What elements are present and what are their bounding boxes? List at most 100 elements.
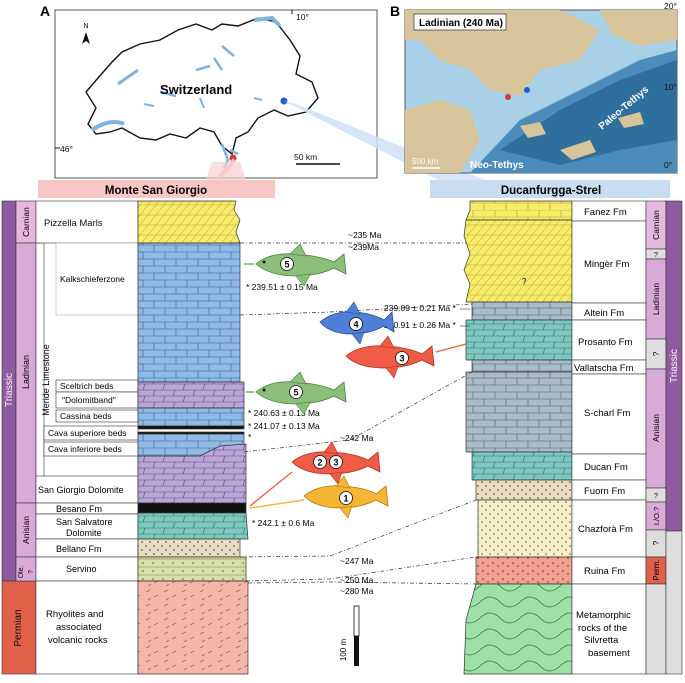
litho-dolomitband <box>137 381 245 409</box>
svg-text:Sceltrich beds: Sceltrich beds <box>60 381 113 391</box>
svg-text:Altein Fm: Altein Fm <box>584 308 624 319</box>
svg-text:Pizzella Marls: Pizzella Marls <box>44 218 103 229</box>
svg-text:Dolomite: Dolomite <box>66 528 102 538</box>
litho-chazfora <box>477 499 573 558</box>
svg-text:Metamorphic: Metamorphic <box>576 610 631 621</box>
svg-text:Ladinian: Ladinian <box>21 355 31 389</box>
svg-text:* 241.07 ± 0.13 Ma: * 241.07 ± 0.13 Ma <box>248 421 320 431</box>
scale-bar: 100 m <box>339 605 360 666</box>
panel-b-paleomap: B Ladinian (240 Ma) Paleo-Tethys Neo-Tet… <box>390 1 678 174</box>
litho-kalk <box>137 242 241 383</box>
svg-text:San Salvatore: San Salvatore <box>56 517 113 527</box>
svg-text:Silvretta: Silvretta <box>584 635 619 646</box>
svg-text:Besano Fm: Besano Fm <box>56 504 102 514</box>
label-lat-20: 20° <box>664 1 677 11</box>
right-lithology-column <box>463 200 573 675</box>
svg-text:* 240.63 ± 0.13 Ma: * 240.63 ± 0.13 Ma <box>248 408 320 418</box>
svg-text:1: 1 <box>343 494 348 504</box>
left-unit-names: Pizzella Marls Kalkschieferzone Sceltric… <box>35 200 139 675</box>
switzerland-outline <box>85 17 319 156</box>
litho-servino <box>137 556 247 582</box>
panel-a-scalebar: 50 km <box>294 152 340 165</box>
litho-cassina <box>137 407 245 427</box>
svg-text:*: * <box>248 432 252 442</box>
svg-text:?: ? <box>651 540 661 545</box>
svg-text:Anisian: Anisian <box>651 414 661 442</box>
connector-left-band <box>206 162 246 180</box>
litho-besano <box>137 502 247 514</box>
svg-text:~242 Ma: ~242 Ma <box>340 433 374 443</box>
svg-text:3: 3 <box>333 458 338 468</box>
svg-text:associated: associated <box>56 622 101 633</box>
header-right-bg <box>430 180 670 198</box>
arrow-fish2-3 <box>249 471 293 507</box>
svg-text:* 239.51 ± 0.15 Ma: * 239.51 ± 0.15 Ma <box>246 282 318 292</box>
lake-lugano <box>229 148 239 156</box>
left-dates: * 239.51 ± 0.15 Ma * 240.63 ± 0.13 Ma * … <box>246 282 320 528</box>
paleo-site-red <box>505 94 511 100</box>
lake-constance <box>253 15 282 28</box>
svg-text:Fuorn Fm: Fuorn Fm <box>584 486 625 497</box>
svg-text:?: ? <box>651 351 661 356</box>
fish-2-3: 2 3 <box>291 441 381 485</box>
lake-thun <box>159 90 177 98</box>
litho-pizzella <box>137 200 241 244</box>
svg-text:~239Ma: ~239Ma <box>348 242 379 252</box>
svg-text:~250 Ma: ~250 Ma <box>340 575 374 585</box>
correlation-lines <box>239 242 477 585</box>
svg-text:Ducan Fm: Ducan Fm <box>584 462 628 473</box>
arrow-fish3 <box>435 343 467 353</box>
header-left-bg <box>38 180 275 198</box>
correlation-labels: ~235 Ma ~239Ma ~242 Ma ~247 Ma ~250 Ma ~… <box>340 230 382 596</box>
arrow-fish1 <box>249 499 305 509</box>
svg-text:N: N <box>83 23 88 30</box>
lake-neuchatel <box>117 68 139 86</box>
svg-text:5: 5 <box>284 260 289 270</box>
svg-text:Ladinian: Ladinian <box>651 283 661 315</box>
svg-text:Chazforà Fm: Chazforà Fm <box>578 524 633 535</box>
svg-text:Carnian: Carnian <box>651 210 661 240</box>
svg-text:Cava inferiore beds: Cava inferiore beds <box>48 444 122 454</box>
minger-question: ? <box>522 277 527 286</box>
svg-text:Perm.: Perm. <box>652 559 661 580</box>
svg-text:Bellano Fm: Bellano Fm <box>56 544 102 554</box>
fish-3: 3 <box>345 335 435 379</box>
svg-text:Anisian: Anisian <box>21 516 31 544</box>
svg-text:Triassic: Triassic <box>4 373 15 407</box>
left-lithology-column <box>137 200 249 675</box>
litho-minger <box>463 219 573 303</box>
panel-a-letter: A <box>40 3 50 19</box>
label-lon-10: 10° <box>296 12 309 22</box>
fish-5-lower: 5 <box>255 371 347 415</box>
lake-extra <box>143 97 263 109</box>
svg-text:Ruina Fm: Ruina Fm <box>584 566 625 577</box>
svg-text:?: ? <box>654 493 658 500</box>
svg-text:~235 Ma: ~235 Ma <box>348 230 382 240</box>
svg-text:Triassic: Triassic <box>669 349 680 383</box>
svg-text:~280 Ma: ~280 Ma <box>340 586 374 596</box>
litho-rhyolite <box>137 580 249 675</box>
panel-b-title: Ladinian (240 Ma) <box>419 18 503 29</box>
svg-text:239.89 ± 0.21 Ma *: 239.89 ± 0.21 Ma * <box>384 303 456 313</box>
svg-text:* 242.1 ± 0.6 Ma: * 242.1 ± 0.6 Ma <box>252 518 315 528</box>
svg-text:Mingèr Fm: Mingèr Fm <box>584 259 629 270</box>
svg-text:~247 Ma: ~247 Ma <box>340 556 374 566</box>
litho-scharl <box>465 371 573 453</box>
panel-b-title-box <box>413 13 507 31</box>
lake-zurich <box>221 45 235 57</box>
litho-prosanto <box>465 319 573 361</box>
litho-ruina <box>475 556 573 585</box>
svg-text:?: ? <box>28 570 35 574</box>
svg-text:Meride Limestone: Meride Limestone <box>41 344 51 416</box>
svg-text:2: 2 <box>317 458 322 468</box>
label-switzerland: Switzerland <box>160 82 232 97</box>
svg-text:"Dolomitband": "Dolomitband" <box>62 395 116 405</box>
panel-a-map: A N 10° 46° Switzerland 50 km <box>40 3 378 179</box>
svg-text:Kalkschieferzone: Kalkschieferzone <box>60 274 125 284</box>
svg-text:Vallatscha Fm: Vallatscha Fm <box>574 363 634 374</box>
left-period-permian <box>1 580 37 675</box>
litho-ssd <box>137 512 249 540</box>
right-stage-bars: Carnian ? Ladinian ? Anisian ? I./O.? ? … <box>645 200 667 675</box>
litho-vallatscha <box>471 359 573 373</box>
